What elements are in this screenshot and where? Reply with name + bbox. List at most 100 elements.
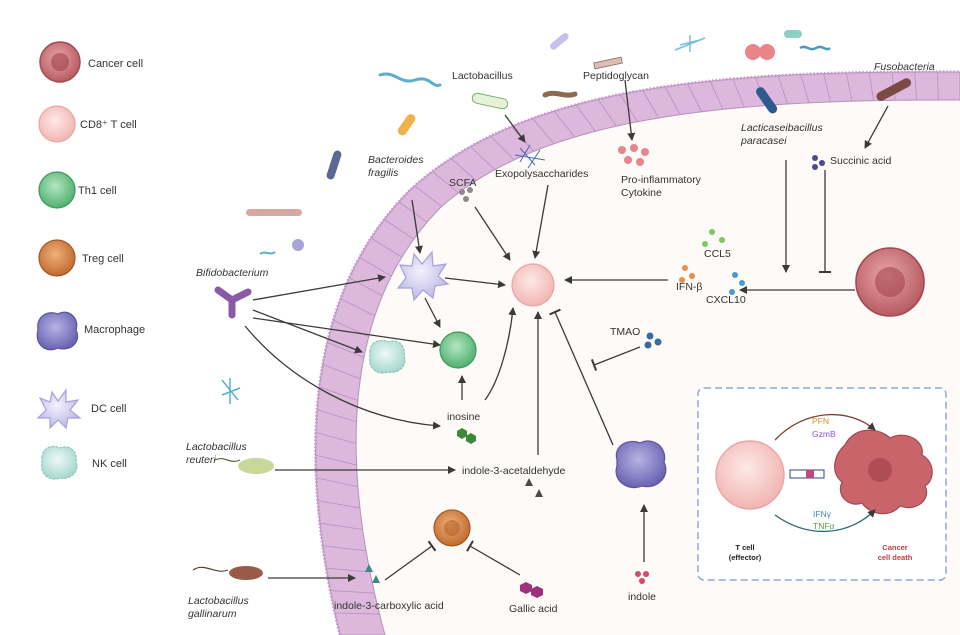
epithelial-cell-border [470,146,496,170]
epithelial-cell-border [664,86,681,115]
epithelial-cell-border [914,71,918,101]
inosine-dots [457,428,476,444]
epithelial-cell-border [432,171,459,194]
bacteroides-icon [397,114,416,136]
gallinarum-label-1: Lactobacillus [188,595,249,607]
lacticaseibacillus-label-1: Lacticaseibacillus [741,122,823,134]
arrow-bifido-to-th1 [252,317,441,348]
ccl5-label: CCL5 [704,248,731,260]
bifidobacterium-label: Bifidobacterium [196,267,269,279]
bacteria-group [192,30,912,580]
legend-cd8-t-cell: CD8⁺ T cell [38,105,137,143]
epithelial-cell-border [414,185,442,207]
proinflammatory-label-1: Pro-inflammatory [621,174,702,186]
legend-nk-cell: NK cell [41,445,127,480]
ccl5-dots [702,229,725,247]
epithelial-cell-border [398,201,428,223]
carboxylic-dots [365,564,380,583]
inhibit-macrophage-to-cd8 [549,308,614,446]
decor-bacteria [221,30,831,404]
bifidobacterium-icon [214,286,252,319]
tmao-label: TMAO [610,326,640,338]
indole-carboxylic-label: indole-3-carboxylic acid [334,600,444,612]
indole-acetaldehyde-label: indole-3-acetaldehyde [462,465,565,477]
nk-cell-center [369,339,406,374]
fusobacteria-icon [876,78,912,101]
legend-macrophage: Macrophage [36,311,145,351]
lacticaseibacillus-icon [756,87,778,114]
inset-cancer-cell [834,429,933,515]
gallic-dots [520,582,543,598]
inosine-label: inosine [447,411,480,423]
gallic-acid-label: Gallic acid [509,603,558,615]
legend-dc-cell: DC cell [36,388,126,430]
legend-dc-label: DC cell [91,403,126,415]
cxcl10-dots [729,272,745,295]
epithelial-cell-border [327,341,365,359]
epithelial-cell-border [532,118,555,144]
epithelial-cell-border [384,219,414,240]
epithelial-cell-border [868,72,875,101]
epithelial-cell-border [322,364,361,380]
exopolysaccharide-web [514,144,546,169]
pathway-arrows [244,79,889,582]
epithelial-cell-border [315,454,357,466]
gallinarum-label-2: gallinarum [188,608,237,620]
epithelial-cell-border [732,78,745,108]
inset-tcell-label-1: T cell [735,543,754,552]
epithelial-cell-border [319,386,359,401]
epithelial-cell-border [575,104,596,132]
cytokine-dots [618,144,649,166]
inhibit-tmao-to-cd8 [590,346,641,371]
arrow-inosine-to-cd8 [484,307,517,401]
th1-cell-center [439,331,477,369]
arrow-scfa-to-cd8 [474,206,511,261]
legend-cancer-cell: Cancer cell [39,41,143,83]
ifnb-dots [679,265,695,283]
arrow-lactobacillus-to-exopolysaccharides [504,114,526,143]
arrow-bifido-to-inosine [244,325,441,430]
legend-cd8-label: CD8⁺ T cell [80,119,137,131]
legend-cancer-label: Cancer cell [88,58,143,70]
epithelial-cell-border [823,73,831,103]
inhibit-carboxylic-to-treg [384,540,437,581]
macrophage-center [615,440,667,489]
inset-pfn: PFN [812,416,829,426]
epithelial-cell-border [597,99,617,127]
epithelial-cell-border [340,298,376,317]
peptidoglycan-icon [593,56,623,70]
bacteroides-label-1: Bacteroides [368,154,424,166]
dc-cell-center [396,250,450,302]
scfa-label: SCFA [449,177,476,189]
cxcl10-label: CXCL10 [706,294,746,306]
fusobacteria-label: Fusobacteria [874,61,935,73]
inset-synapse [789,469,825,479]
epithelial-cell-border [359,257,392,277]
inset-gzmb: GzmB [812,429,836,439]
epithelial-cell-border [709,80,724,110]
exopolysaccharides-label: Exopolysaccharides [495,168,588,180]
peptidoglycan-label: Peptidoglycan [583,70,649,82]
scfa-dots [459,187,473,202]
epithelial-cell-border [936,71,939,100]
arrow-dc-to-cd8 [444,277,506,289]
gallinarum-icon [192,566,263,580]
lactobacillus-icon [471,92,509,110]
epithelial-cell-border [800,74,810,103]
inset-death-label-1: Cancer [882,543,908,552]
inset-arrow-ifng [774,509,876,533]
inset-death-label-2: cell death [878,553,913,562]
reuteri-label-1: Lactobacillus [186,441,247,453]
arrow-exopolysaccharides-to-cd8 [532,184,549,259]
epithelial-cell-border [322,545,367,552]
epithelial-cell-border [450,158,477,181]
metabolite-dots [365,144,825,598]
treg-cell-center [433,509,471,547]
epithelial-cell-border [317,500,361,509]
legend-treg-cell: Treg cell [38,239,124,277]
tmao-dots [644,332,662,349]
epithelial-cell-border [370,237,403,258]
legend-treg-label: Treg cell [82,253,124,265]
inset-tnfa: TNFα [813,521,835,531]
